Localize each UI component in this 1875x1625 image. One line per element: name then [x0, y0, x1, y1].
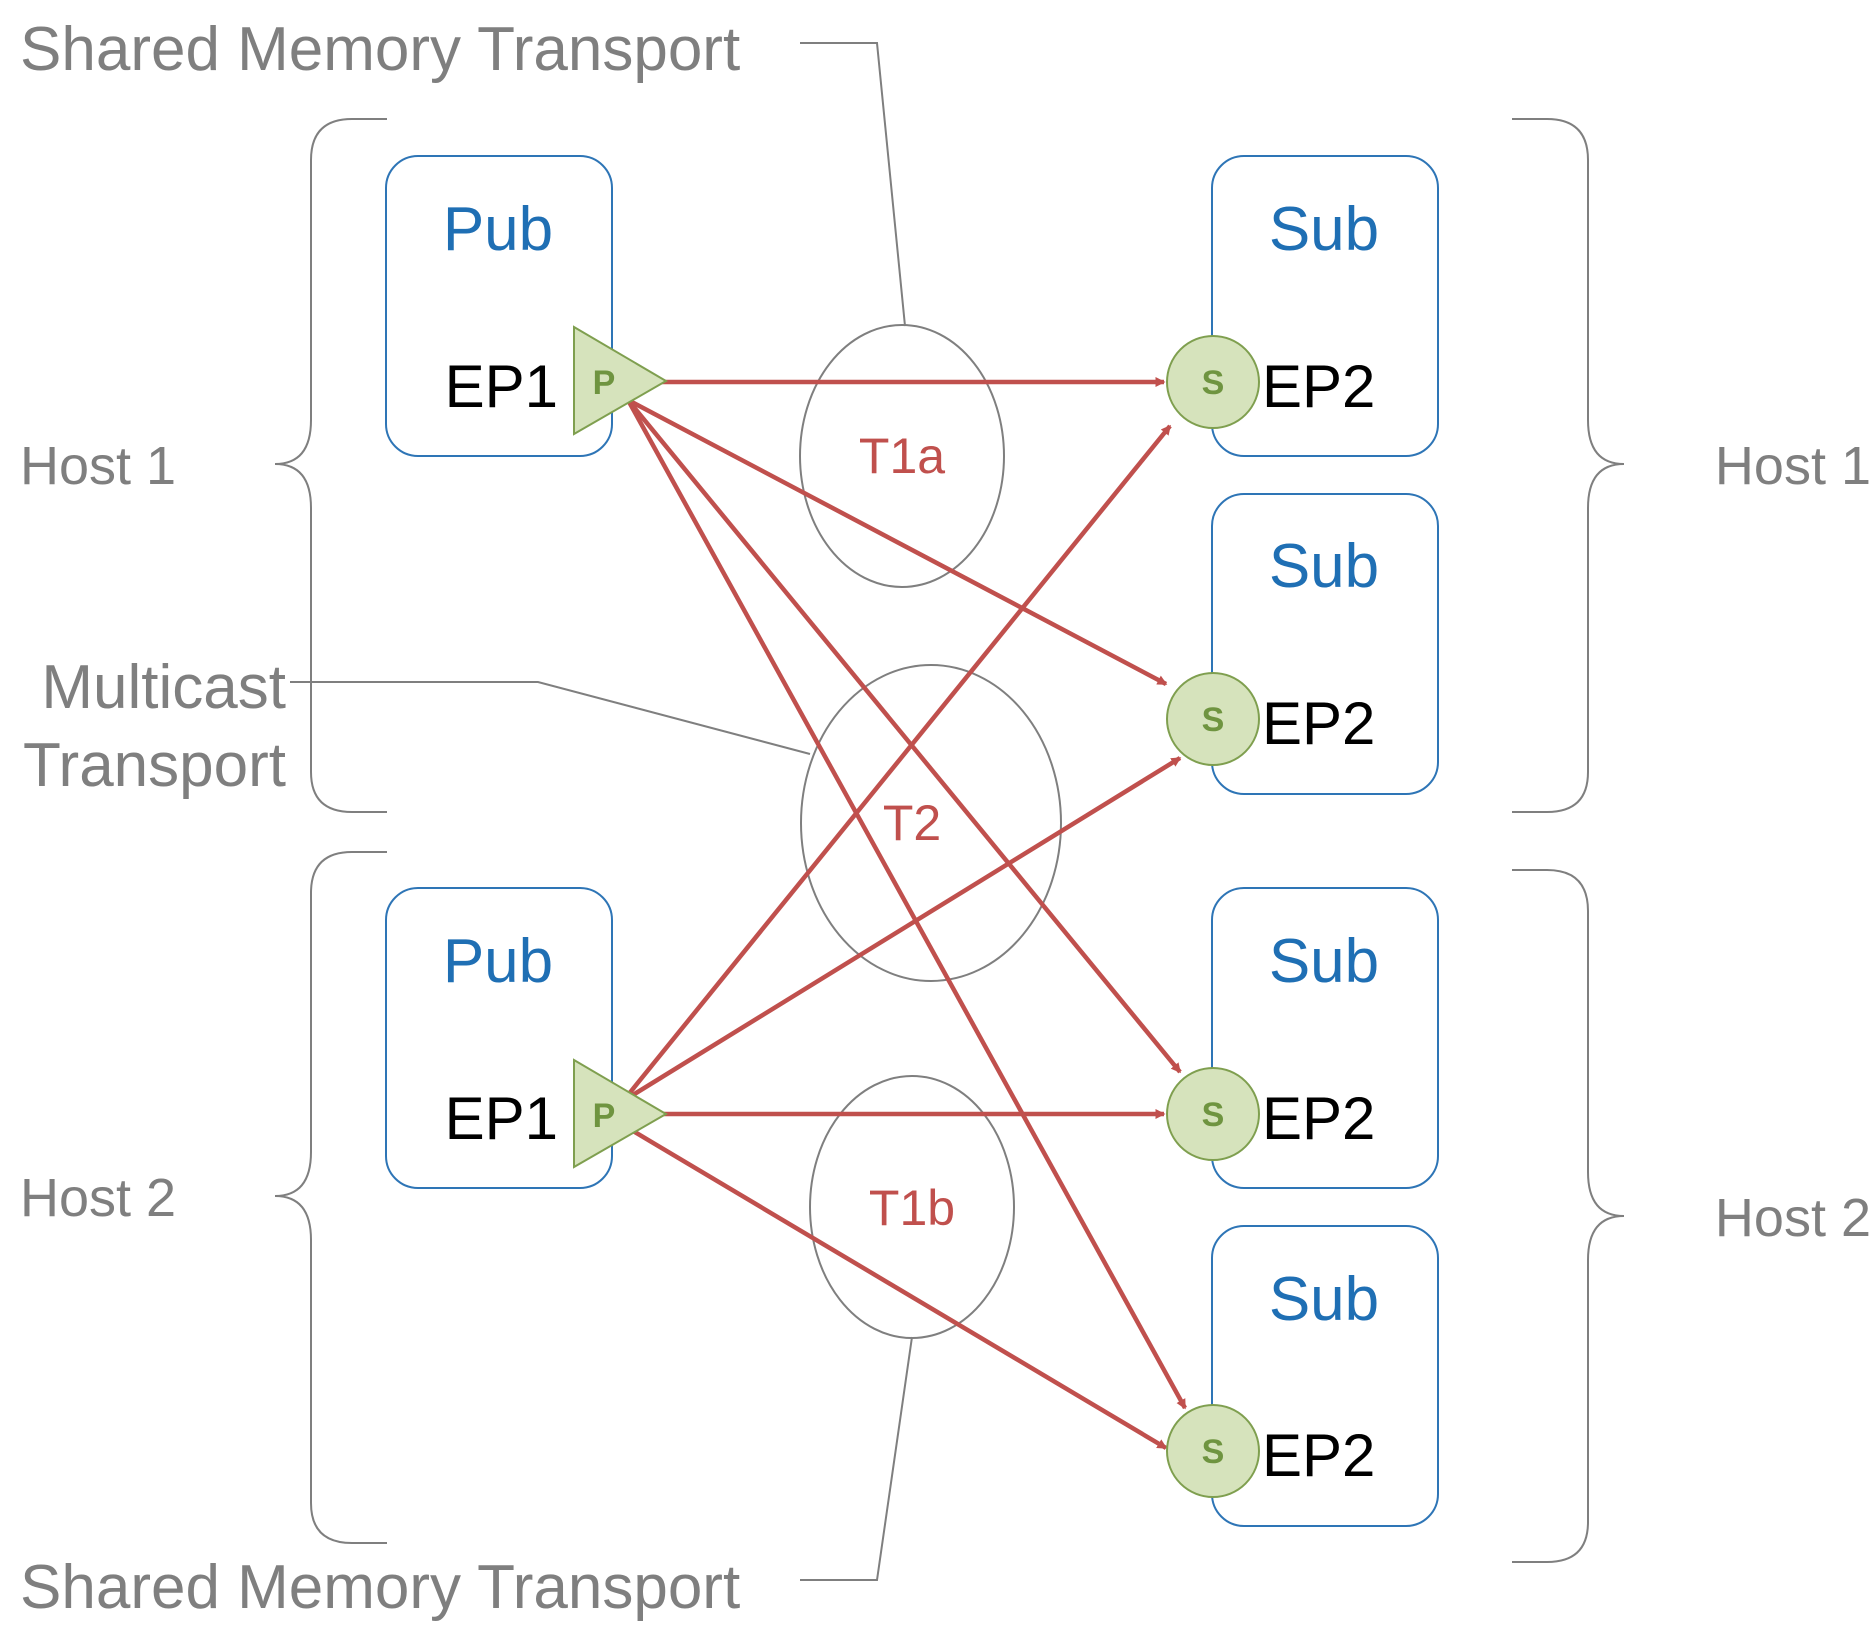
subscriber-box-4: [1211, 1225, 1439, 1527]
left-host2-label: Host 2: [20, 1168, 176, 1228]
publisher-title-host1: Pub: [443, 195, 553, 264]
transport-t1b-label: T1b: [869, 1180, 955, 1236]
subscriber-endpoint-1: EP2: [1262, 353, 1375, 420]
transport-t2-label: T2: [883, 795, 941, 851]
subscriber-title-1: Sub: [1269, 195, 1379, 264]
subscriber-marker-letter-4: S: [1202, 1433, 1225, 1471]
publisher-title-host2: Pub: [443, 927, 553, 996]
subscriber-box-1: [1211, 155, 1439, 457]
publisher-marker-host2: [573, 1058, 668, 1169]
subscriber-endpoint-3: EP2: [1262, 1085, 1375, 1152]
transport-t2-ellipse: [800, 664, 1062, 982]
subscriber-box-2: [1211, 493, 1439, 795]
subscriber-title-3: Sub: [1269, 927, 1379, 996]
left-brace-host2: [274, 851, 387, 1544]
left-brace-host1: [274, 118, 387, 813]
left-host1-label: Host 1: [20, 436, 176, 496]
subscriber-marker-2: [1166, 672, 1260, 766]
arrow-pub1-to-sub2: [626, 398, 1168, 686]
right-brace-host2: [1512, 869, 1625, 1563]
publisher-endpoint-host1: EP1: [445, 353, 558, 420]
publisher-box-host1: [385, 155, 613, 457]
arrow-pub1-to-sub4: [626, 398, 1187, 1410]
subscriber-title-4: Sub: [1269, 1265, 1379, 1334]
shared-memory-bottom-label: Shared Memory Transport: [20, 1553, 740, 1622]
arrow-pub1-to-sub3: [626, 398, 1182, 1074]
publisher-box-host2: [385, 887, 613, 1189]
shared-memory-top-label: Shared Memory Transport: [20, 15, 740, 84]
shared-memory-bottom-leader: [800, 1336, 913, 1581]
right-host2-label: Host 2: [1715, 1188, 1871, 1248]
publisher-marker-host1: [573, 325, 668, 436]
subscriber-marker-letter-2: S: [1202, 701, 1225, 739]
subscriber-endpoint-2: EP2: [1262, 690, 1375, 757]
transport-t1a-label: T1a: [859, 428, 945, 484]
arrow-pub2-to-sub1: [626, 424, 1172, 1097]
subscriber-endpoint-4: EP2: [1262, 1422, 1375, 1489]
transport-t1b-ellipse: [809, 1075, 1015, 1339]
subscriber-marker-1: [1166, 335, 1260, 429]
publisher-endpoint-host2: EP1: [445, 1085, 558, 1152]
arrow-pub2-to-sub4: [626, 1126, 1168, 1450]
subscriber-marker-4: [1166, 1404, 1260, 1498]
arrow-pub2-to-sub2: [626, 756, 1182, 1100]
right-brace-host1: [1512, 118, 1625, 813]
publisher-marker-letter-host2: P: [593, 1097, 616, 1135]
multicast-label-line1: Multicast: [41, 653, 286, 722]
multicast-label-line2: Transport: [23, 731, 286, 800]
subscriber-marker-letter-1: S: [1202, 364, 1225, 402]
subscriber-box-3: [1211, 887, 1439, 1189]
subscriber-title-2: Sub: [1269, 532, 1379, 601]
subscriber-marker-letter-3: S: [1202, 1096, 1225, 1134]
right-host1-label: Host 1: [1715, 436, 1871, 496]
shared-memory-top-leader: [800, 42, 906, 327]
transport-t1a-ellipse: [799, 324, 1005, 588]
subscriber-marker-3: [1166, 1067, 1260, 1161]
multicast-leader: [290, 681, 811, 755]
publisher-marker-letter-host1: P: [593, 364, 616, 402]
